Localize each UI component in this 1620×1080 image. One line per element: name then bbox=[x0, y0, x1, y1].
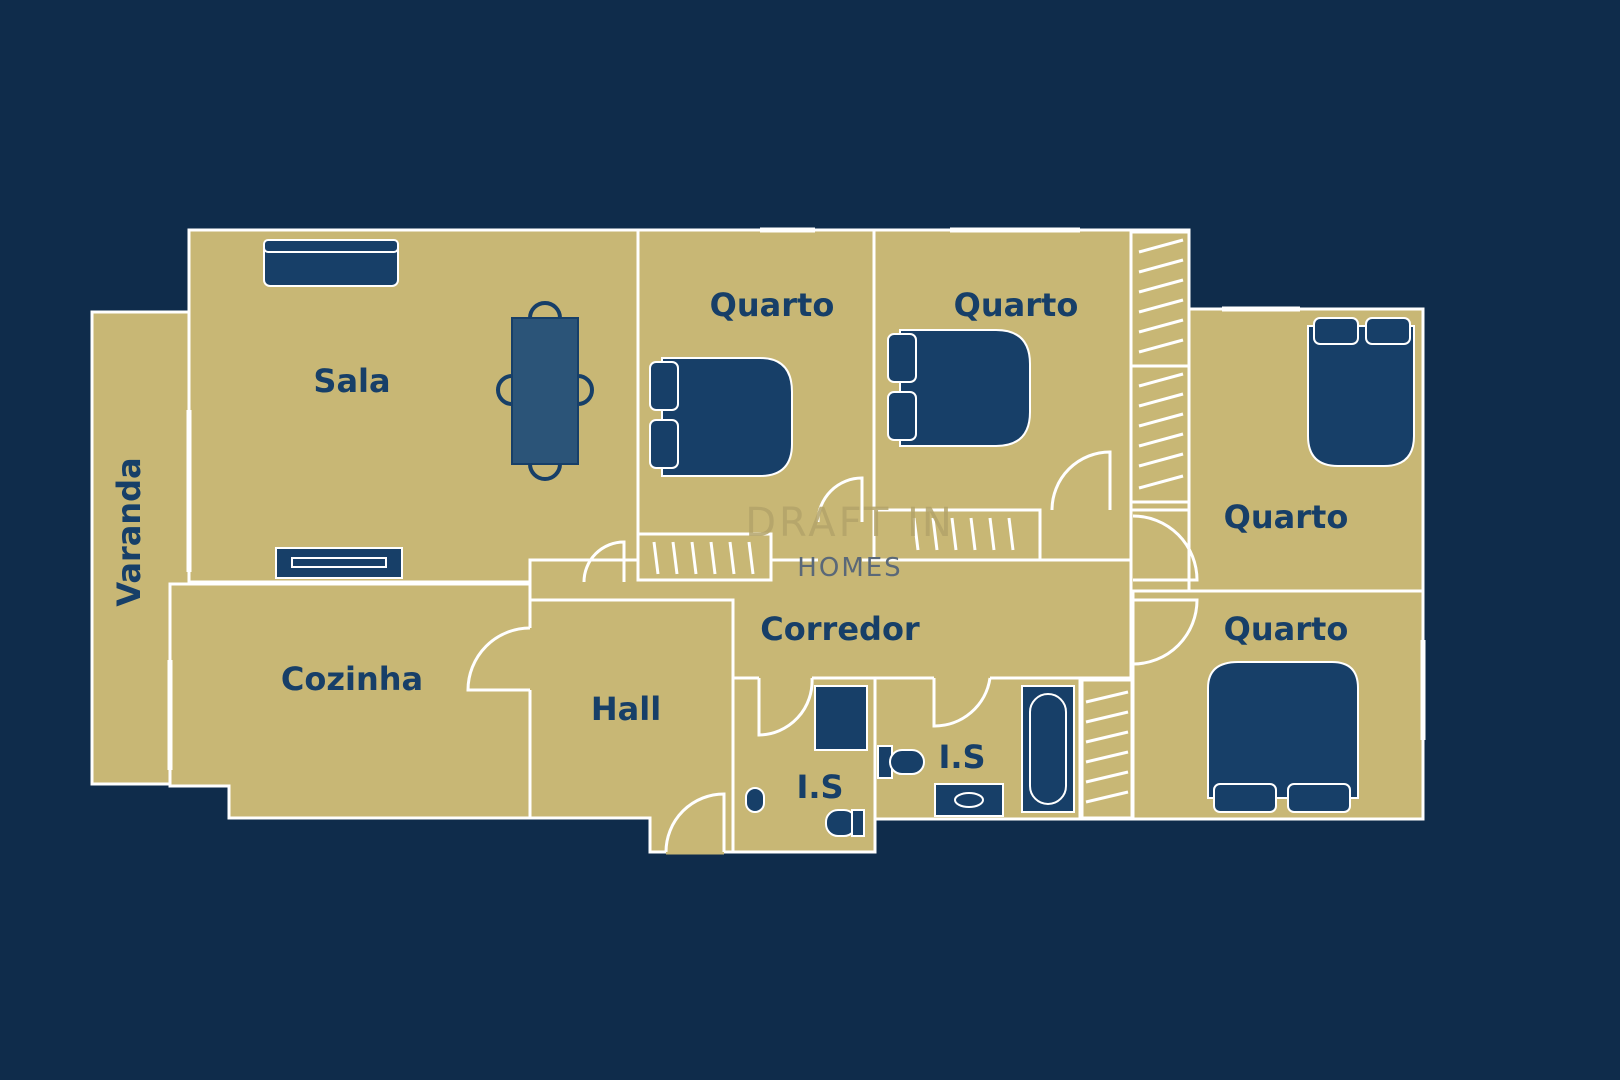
pillow-icon bbox=[649, 419, 679, 469]
watermark-logo: DRAFT IN HOMES bbox=[745, 500, 955, 583]
windows bbox=[167, 227, 1426, 770]
door-swing-icon bbox=[932, 677, 992, 728]
dining-table-icon bbox=[511, 317, 579, 465]
watermark-sub: HOMES bbox=[797, 553, 902, 583]
door-swing-icon bbox=[1132, 598, 1199, 666]
label-is-1: I.S bbox=[796, 768, 843, 806]
door-swing-icon bbox=[664, 792, 726, 853]
pillow-icon bbox=[887, 391, 917, 441]
sink-icon bbox=[934, 783, 1004, 817]
chair-icon bbox=[496, 374, 513, 406]
label-is-2: I.S bbox=[938, 738, 985, 776]
pillow-icon bbox=[649, 361, 679, 411]
toilet-icon bbox=[825, 809, 865, 837]
wardrobe-hatch bbox=[652, 541, 755, 575]
bed-icon bbox=[1207, 661, 1359, 813]
label-quarto-3: Quarto bbox=[1224, 498, 1349, 536]
label-sala: Sala bbox=[313, 362, 390, 400]
wardrobe-icon bbox=[1080, 678, 1134, 820]
pillow-icon bbox=[1287, 783, 1351, 813]
bathtub-icon bbox=[1021, 685, 1075, 813]
bed-icon bbox=[1307, 317, 1415, 467]
wardrobe-hatch bbox=[1138, 372, 1184, 490]
wardrobes bbox=[636, 230, 1191, 820]
door-swing-icon bbox=[582, 540, 626, 583]
wardrobe-hatch bbox=[1085, 690, 1129, 804]
shower-icon bbox=[814, 685, 868, 751]
door-swing-icon bbox=[466, 626, 531, 692]
label-corredor: Corredor bbox=[760, 610, 920, 648]
bed-icon bbox=[887, 329, 1031, 447]
label-hall: Hall bbox=[591, 690, 661, 728]
toilet-icon bbox=[877, 745, 925, 779]
label-cozinha: Cozinha bbox=[281, 660, 423, 698]
door-swing-icon bbox=[816, 476, 864, 523]
tv-unit-icon bbox=[275, 547, 403, 579]
chair-icon bbox=[577, 374, 594, 406]
sofa-icon bbox=[263, 239, 399, 287]
hall-floor bbox=[528, 598, 735, 854]
door-swing-icon bbox=[1050, 450, 1112, 511]
chair-icon bbox=[528, 463, 562, 481]
label-quarto-1: Quarto bbox=[710, 286, 835, 324]
watermark-brand: DRAFT IN bbox=[745, 500, 955, 546]
bed-icon bbox=[649, 357, 793, 477]
label-quarto-2: Quarto bbox=[954, 286, 1079, 324]
cozinha-floor bbox=[168, 582, 532, 820]
label-varanda: Varanda bbox=[110, 457, 148, 606]
wardrobe-hatch bbox=[912, 517, 1015, 551]
door-swing-icon bbox=[757, 677, 814, 737]
pillow-icon bbox=[1365, 317, 1411, 345]
door-swing-icon bbox=[1132, 514, 1199, 582]
pillow-icon bbox=[1213, 783, 1277, 813]
sink-icon bbox=[745, 787, 765, 813]
furniture bbox=[263, 239, 1415, 837]
wardrobe-icon bbox=[636, 532, 773, 582]
wardrobe-hatch bbox=[1138, 238, 1184, 354]
label-quarto-4: Quarto bbox=[1224, 610, 1349, 648]
pillow-icon bbox=[1313, 317, 1359, 345]
doors bbox=[466, 450, 1199, 855]
chair-icon bbox=[528, 301, 562, 319]
room-labels: Sala Varanda Quarto Quarto Quarto Quarto… bbox=[110, 286, 1348, 806]
pillow-icon bbox=[887, 333, 917, 383]
